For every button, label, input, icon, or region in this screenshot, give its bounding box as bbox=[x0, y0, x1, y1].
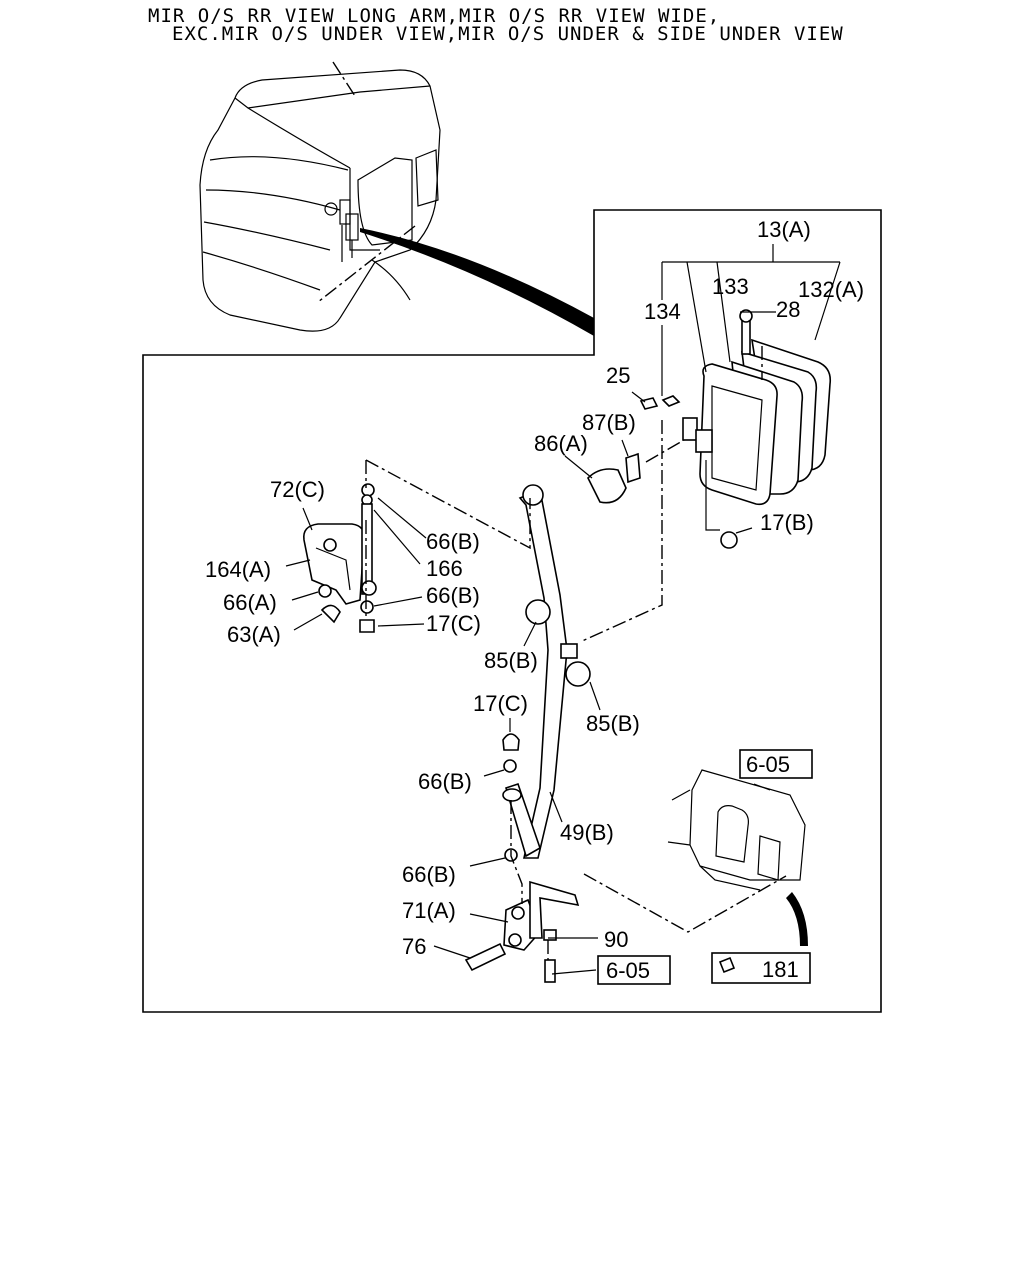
label-17b: 17(B) bbox=[760, 510, 814, 535]
label-87b: 87(B) bbox=[582, 410, 636, 435]
lower-bracket bbox=[464, 880, 580, 983]
label-166: 166 bbox=[426, 556, 463, 581]
label-63a: 63(A) bbox=[227, 622, 281, 647]
label-28: 28 bbox=[776, 297, 800, 322]
label-13a: 13(A) bbox=[757, 217, 811, 242]
label-66b-lower: 66(B) bbox=[418, 769, 472, 794]
label-133: 133 bbox=[712, 274, 749, 299]
label-66b-bottom: 66(B) bbox=[402, 862, 456, 887]
label-66b-middle: 66(B) bbox=[426, 583, 480, 608]
ref-605-bottom-text: 6-05 bbox=[606, 958, 650, 983]
label-90: 90 bbox=[604, 927, 628, 952]
ref-box-605-bottom bbox=[597, 955, 671, 985]
label-17c-lower: 17(C) bbox=[473, 691, 528, 716]
label-132a: 132(A) bbox=[798, 277, 864, 302]
mirror-head bbox=[587, 309, 832, 549]
ref-181-text: 181 bbox=[762, 957, 799, 982]
leader-lines bbox=[285, 244, 841, 975]
label-134: 134 bbox=[644, 299, 681, 324]
label-86a: 86(A) bbox=[534, 431, 588, 456]
upper-bracket bbox=[302, 483, 377, 633]
label-85b-left: 85(B) bbox=[484, 648, 538, 673]
label-66b-upper: 66(B) bbox=[426, 529, 480, 554]
cab-panel bbox=[667, 769, 808, 946]
label-71a: 71(A) bbox=[402, 898, 456, 923]
label-85b-right: 85(B) bbox=[586, 711, 640, 736]
mirror-arm bbox=[502, 484, 591, 862]
label-66a: 66(A) bbox=[223, 590, 277, 615]
zoom-indicator-arrow bbox=[360, 228, 594, 336]
label-49b: 49(B) bbox=[560, 820, 614, 845]
label-76: 76 bbox=[402, 934, 426, 959]
assembly-lines bbox=[365, 346, 787, 960]
label-164a: 164(A) bbox=[205, 557, 271, 582]
ref-box-605-top bbox=[739, 749, 813, 779]
header-line-2: EXC.MIR O/S UNDER VIEW,MIR O/S UNDER & S… bbox=[172, 23, 844, 45]
header-line-1: MIR O/S RR VIEW LONG ARM,MIR O/S RR VIEW… bbox=[148, 5, 720, 27]
truck-cab-illustration bbox=[199, 61, 594, 336]
label-25: 25 bbox=[606, 363, 630, 388]
ref-605-top-text: 6-05 bbox=[746, 752, 790, 777]
detail-frame bbox=[142, 209, 882, 1013]
label-72c: 72(C) bbox=[270, 477, 325, 502]
label-17c-upper: 17(C) bbox=[426, 611, 481, 636]
clip-icon bbox=[718, 956, 736, 974]
